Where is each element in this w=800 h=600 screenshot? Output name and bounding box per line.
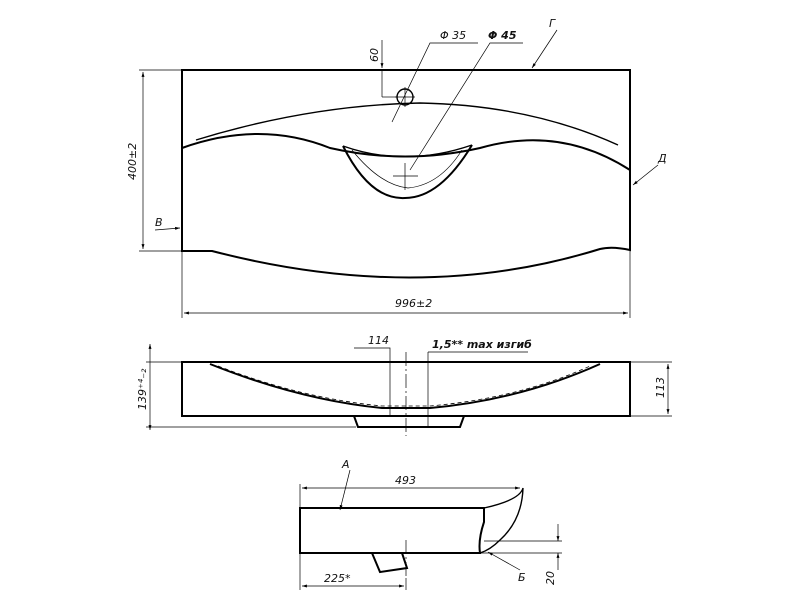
top-view: 400±2 996±2 60 Φ 35 Φ 45 Г Д В [126,17,667,318]
tap-offset-label: 60 [368,48,381,62]
height-left-label: 139⁺⁴₋₂ [136,368,149,410]
hole-large-label: Φ 45 [488,29,517,42]
basin-outline [181,69,631,279]
drain-dim-label: 225* [324,572,351,585]
bowl-basin-inner [351,149,463,189]
hole-small-label: Φ 35 [440,29,466,42]
bowl-basin-shadow [342,144,473,158]
side-body [299,507,485,554]
front-view: 114 1,5** max изгиб 139⁺⁴₋₂ 113 [136,334,672,436]
view-b-label: Б [518,571,526,584]
depth-dim-label: 493 [395,474,416,487]
view-d-label: Д [657,152,667,165]
view-v-label: В [155,216,163,229]
side-drain [371,552,409,574]
width-dim-label: 996±2 [395,297,432,310]
view-a-label: А [341,458,350,471]
side-view: 493 А 225* Б 20 [299,458,562,590]
bowl-basin [342,144,473,200]
height-dim-label: 400±2 [126,143,139,180]
drain-bottom [353,415,465,428]
thickness-dim-label: 20 [544,571,557,585]
height-right-label: 113 [654,377,667,398]
bend-note-label: 1,5** max изгиб [432,338,532,351]
offset-dim-label: 114 [368,334,389,347]
view-g-label: Г [549,17,556,30]
bowl-rim-inner [195,102,619,146]
bowl-rim [181,133,631,171]
